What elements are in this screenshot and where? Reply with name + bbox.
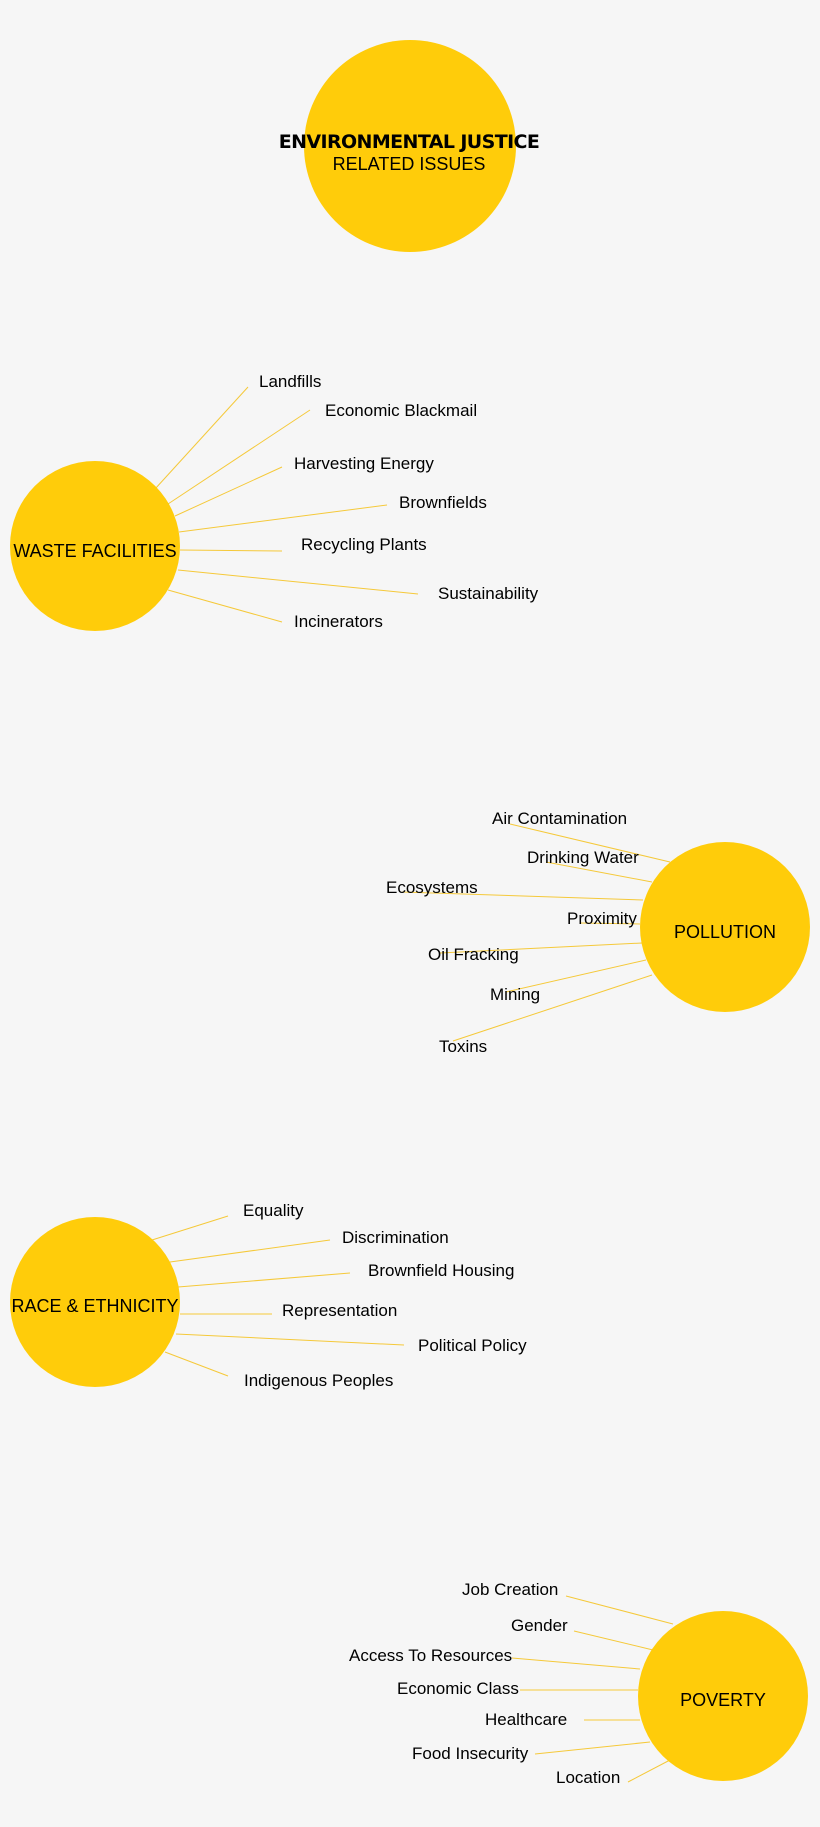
- connector-air-contamination: [509, 823, 671, 863]
- connector-indigenous-peoples: [164, 1351, 229, 1377]
- connector-proximity: [579, 922, 641, 925]
- title-node: ENVIRONMENTAL JUSTICE RELATED ISSUES: [279, 40, 540, 252]
- leaf-gender: Gender: [511, 1616, 568, 1635]
- hub-circle-waste-facilities: [10, 461, 180, 631]
- hub-circle-race-and-ethnicity: [10, 1217, 180, 1387]
- leaf-equality: Equality: [243, 1201, 304, 1220]
- connector-food-insecurity: [534, 1741, 651, 1755]
- leaf-landfills: Landfills: [259, 372, 321, 391]
- connector-drinking-water: [545, 861, 653, 883]
- connector-toxins: [452, 974, 653, 1042]
- connector-equality: [151, 1215, 229, 1241]
- connector-job-creation: [565, 1595, 674, 1625]
- leaf-healthcare: Healthcare: [485, 1710, 567, 1729]
- leaf-proximity: Proximity: [567, 909, 637, 928]
- connector-incinerators: [167, 589, 283, 623]
- leaf-toxins: Toxins: [439, 1037, 487, 1056]
- leaf-discrimination: Discrimination: [342, 1228, 449, 1247]
- connector-landfills: [154, 386, 249, 490]
- title-subheading: RELATED ISSUES: [333, 154, 486, 174]
- connector-oil-fracking: [439, 942, 643, 954]
- leaf-location: Location: [556, 1768, 620, 1787]
- connector-mining: [505, 959, 647, 993]
- leaf-access-to-resources: Access To Resources: [349, 1646, 512, 1665]
- connector-brownfield-housing: [177, 1272, 351, 1288]
- leaf-sustainability: Sustainability: [438, 584, 539, 603]
- leaf-political-policy: Political Policy: [418, 1336, 527, 1355]
- hub-label-poverty: POVERTY: [680, 1690, 766, 1710]
- connector-access-to-resources: [511, 1657, 641, 1670]
- leaf-mining: Mining: [490, 985, 540, 1004]
- connector-gender: [573, 1630, 654, 1651]
- cluster-race-and-ethnicity: RACE & ETHNICITY EqualityDiscriminationBr…: [10, 1201, 527, 1390]
- leaf-air-contamination: Air Contamination: [492, 809, 627, 828]
- title-circle: [304, 40, 516, 252]
- leaf-economic-class: Economic Class: [397, 1679, 519, 1698]
- leaf-drinking-water: Drinking Water: [527, 848, 639, 867]
- connector-economic-blackmail: [167, 409, 311, 505]
- leaf-recycling-plants: Recycling Plants: [301, 535, 427, 554]
- leaf-economic-blackmail: Economic Blackmail: [325, 401, 477, 420]
- hub-label-pollution: POLLUTION: [674, 922, 776, 942]
- leaf-ecosystems: Ecosystems: [386, 878, 478, 897]
- leaf-job-creation: Job Creation: [462, 1580, 558, 1599]
- title-heading: ENVIRONMENTAL JUSTICE: [279, 131, 540, 153]
- hub-circle-poverty: [638, 1611, 808, 1781]
- connector-ecosystems: [401, 891, 644, 901]
- connector-sustainability: [177, 569, 419, 595]
- connector-harvesting-energy: [174, 466, 283, 517]
- leaf-food-insecurity: Food Insecurity: [412, 1744, 529, 1763]
- leaf-indigenous-peoples: Indigenous Peoples: [244, 1371, 393, 1390]
- leaf-representation: Representation: [282, 1301, 397, 1320]
- leaf-incinerators: Incinerators: [294, 612, 383, 631]
- connector-recycling-plants: [179, 549, 283, 552]
- hub-label-waste-facilities: WASTE FACILITIES: [13, 541, 176, 561]
- leaf-brownfields: Brownfields: [399, 493, 487, 512]
- leaf-harvesting-energy: Harvesting Energy: [294, 454, 434, 473]
- leaf-brownfield-housing: Brownfield Housing: [368, 1261, 514, 1280]
- connector-brownfields: [178, 504, 388, 533]
- connector-political-policy: [175, 1333, 405, 1346]
- connector-discrimination: [169, 1239, 331, 1263]
- hub-label-race-and-ethnicity: RACE & ETHNICITY: [11, 1296, 178, 1316]
- leaf-oil-fracking: Oil Fracking: [428, 945, 519, 964]
- hub-circle-pollution: [640, 842, 810, 1012]
- connector-location: [627, 1759, 671, 1783]
